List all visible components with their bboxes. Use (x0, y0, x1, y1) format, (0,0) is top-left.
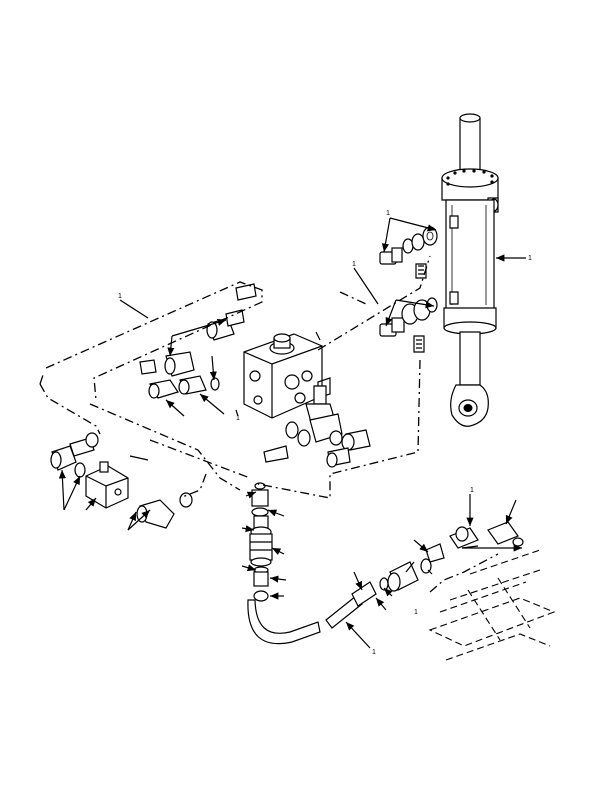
tractor-frame-phantom (428, 549, 556, 661)
valve-outlet-fittings (263, 385, 371, 468)
callout-mark: 1 (470, 487, 474, 494)
hose-routing-lines (39, 255, 499, 593)
callout-mark: 1 (414, 609, 418, 616)
callout-mark: 1 (528, 255, 532, 262)
coupler-assembly (325, 521, 524, 629)
lower-port-fittings (379, 297, 438, 353)
quick-disconnect-stack (247, 482, 321, 645)
callout-leaders (58, 217, 526, 649)
callout-mark: 1 (372, 649, 376, 656)
flow-control-block (50, 432, 193, 529)
callout-labels: 1 1 1 1 1 1 1 1 (118, 210, 532, 656)
hydraulic-cylinder (441, 113, 499, 427)
upper-port-fittings (379, 226, 438, 279)
callout-mark: 1 (236, 415, 240, 422)
callout-mark: 1 (352, 261, 356, 268)
callout-mark: 1 (118, 293, 122, 300)
valve-inlet-fittings (139, 283, 257, 399)
callout-mark: 1 (386, 210, 390, 217)
control-valve-block (243, 333, 331, 419)
